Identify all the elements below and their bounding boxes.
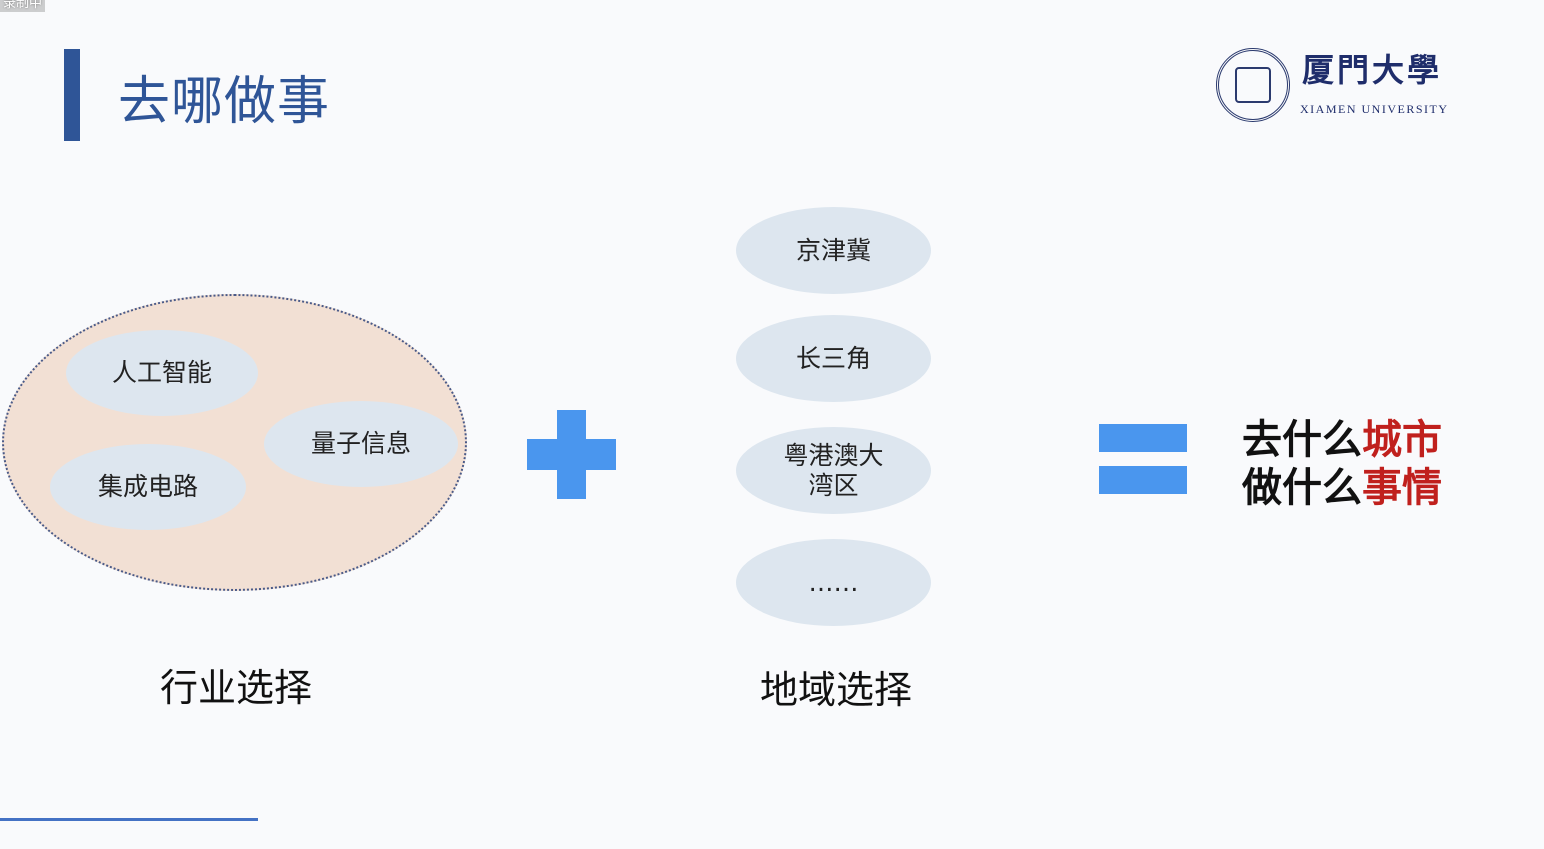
equals-icon <box>1099 424 1187 452</box>
region-item-label: 长三角 <box>795 343 871 373</box>
university-logo: 厦門大學 XIAMEN UNIVERSITY <box>1216 46 1448 126</box>
result-line1-a: 去什么 <box>1242 417 1362 463</box>
region-item: 京津冀 <box>736 207 931 294</box>
industry-item-label: 量子信息 <box>310 429 411 458</box>
equals-icon <box>1099 466 1187 494</box>
industry-item: 量子信息 <box>264 401 458 487</box>
result-line2-b: 事情 <box>1362 465 1442 511</box>
region-item: …… <box>736 539 931 626</box>
region-item-label: …… <box>808 567 859 597</box>
industry-label: 行业选择 <box>160 666 313 710</box>
region-label: 地域选择 <box>760 668 913 712</box>
result-line1-b: 城市 <box>1362 417 1442 463</box>
recording-indicator: 录制中 <box>0 0 46 12</box>
industry-item-label: 人工智能 <box>111 358 212 387</box>
logo-chinese-name: 厦門大學 <box>1302 51 1443 89</box>
result-text: 去什么城市 做什么事情 <box>1242 416 1442 512</box>
region-item: 长三角 <box>736 315 931 402</box>
university-seal-icon <box>1216 48 1290 122</box>
logo-english-name: XIAMEN UNIVERSITY <box>1300 102 1449 116</box>
region-item: 粤港澳大 湾区 <box>736 427 931 514</box>
industry-item-label: 集成电路 <box>97 472 198 501</box>
title-accent-bar <box>64 49 80 141</box>
plus-icon <box>557 410 586 499</box>
region-item-label: 粤港澳大 湾区 <box>783 440 884 500</box>
footer-line <box>0 818 258 821</box>
industry-item: 集成电路 <box>50 444 246 530</box>
region-item-label: 京津冀 <box>795 235 871 265</box>
industry-item: 人工智能 <box>66 330 258 416</box>
slide-title: 去哪做事 <box>118 72 331 132</box>
result-line2-a: 做什么 <box>1242 465 1362 511</box>
